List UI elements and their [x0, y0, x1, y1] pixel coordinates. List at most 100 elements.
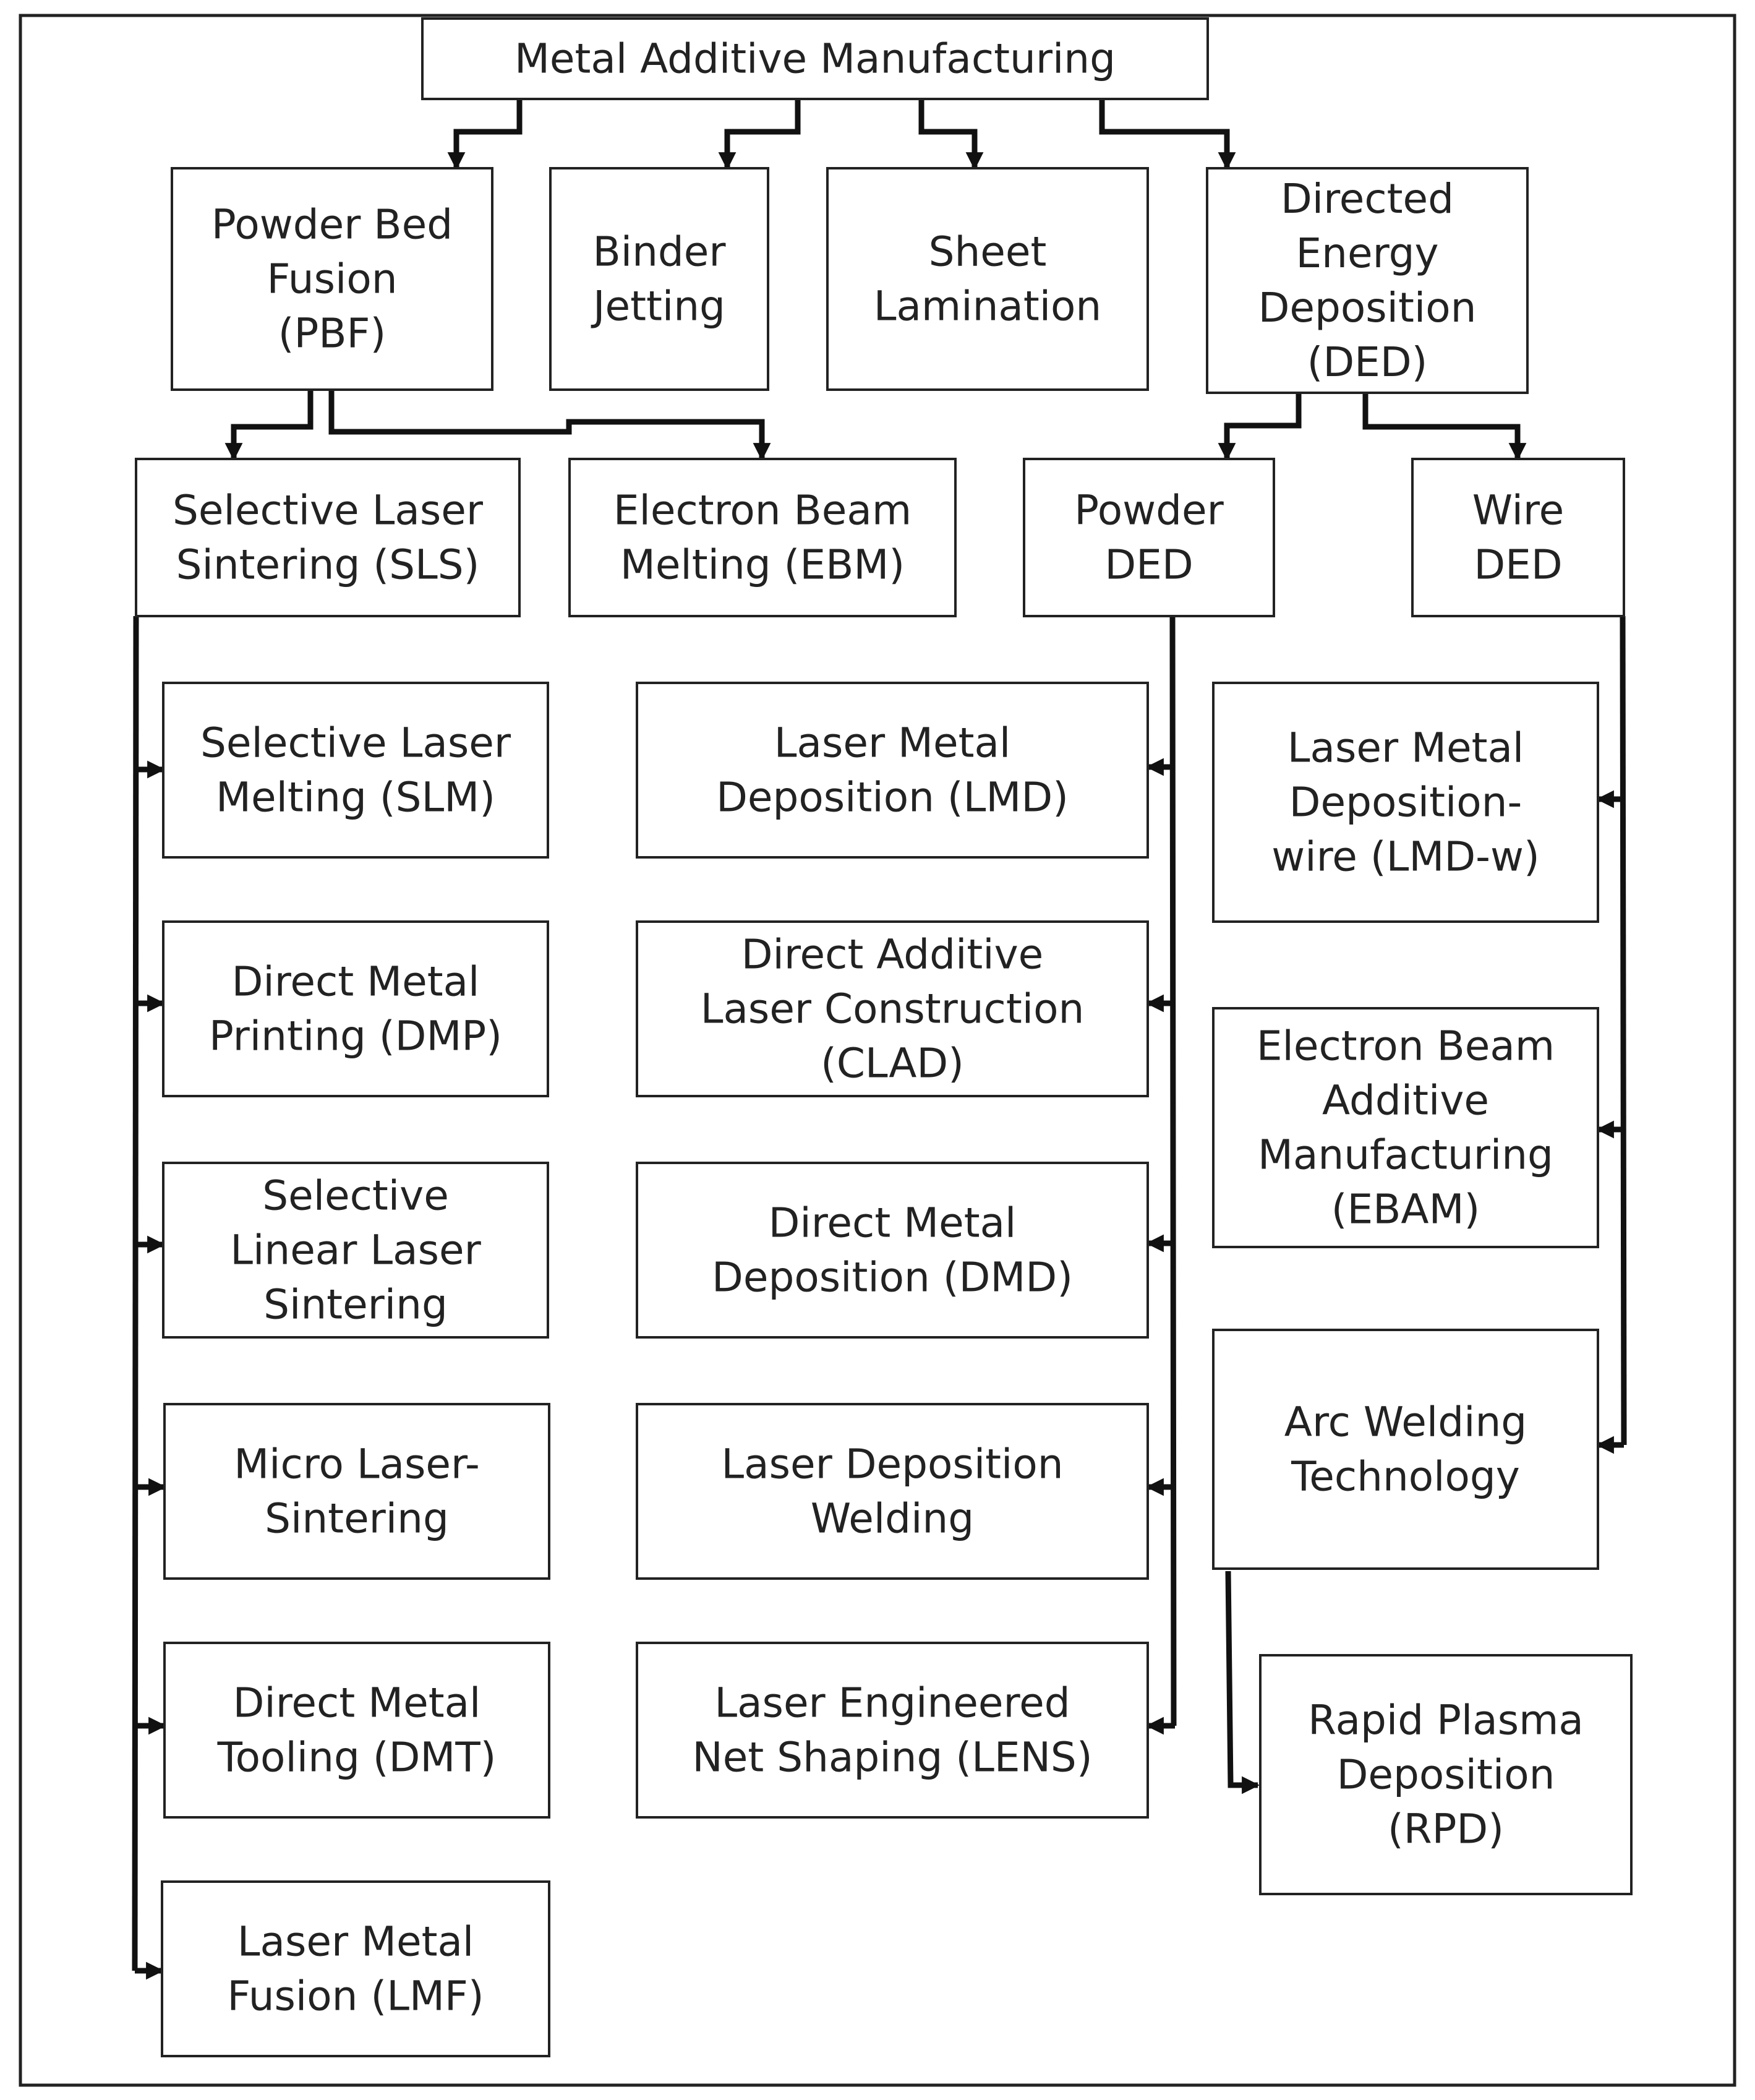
node-box-sheet-lamination — [826, 167, 1149, 391]
node-box-clad — [636, 920, 1149, 1097]
node-label-ldw-line-0: Laser Deposition — [721, 1441, 1063, 1488]
node-label-slls-line-2: Sintering — [263, 1281, 448, 1329]
edge-metal-am-to-binder-jetting — [718, 99, 801, 170]
edge-metal-am-to-sheet-lamination — [918, 99, 984, 170]
node-label-sls-line-1: Sintering (SLS) — [176, 541, 480, 589]
node-label-wire-ded-line-0: Wire — [1472, 487, 1564, 534]
node-label-ebam-line-1: Additive — [1322, 1077, 1489, 1125]
node-label-dmt-line-1: Tooling (DMT) — [217, 1734, 497, 1781]
node-label-clad-line-1: Laser Construction — [701, 985, 1085, 1033]
node-label-rpd-line-2: (RPD) — [1388, 1806, 1504, 1853]
node-box-lmf — [161, 1880, 550, 2057]
node-box-ded — [1206, 167, 1529, 394]
edge-ded-to-powder-ded — [1218, 393, 1302, 461]
node-label-mls-line-0: Micro Laser- — [234, 1441, 480, 1488]
node-box-dmt — [163, 1642, 550, 1819]
node-label-awt-line-0: Arc Welding — [1284, 1399, 1527, 1446]
node-label-pbf-line-1: Fusion — [267, 255, 397, 303]
node-label-ebm-line-1: Melting (EBM) — [620, 541, 905, 589]
edge-pbf-to-sls — [224, 390, 314, 461]
node-box-powder-ded — [1023, 458, 1275, 617]
node-label-lmf-line-0: Laser Metal — [237, 1918, 474, 1966]
node-box-ldw — [636, 1403, 1149, 1580]
node-label-lmdw-line-2: wire (LMD-w) — [1271, 833, 1539, 881]
node-label-lens-line-1: Net Shaping (LENS) — [692, 1734, 1092, 1781]
edge-awt-to-rpd — [1225, 1571, 1260, 1794]
node-label-ded-line-3: (DED) — [1307, 338, 1428, 386]
node-label-lmdw-line-0: Laser Metal — [1287, 724, 1524, 772]
edge-powder-ded-trunk — [1169, 615, 1177, 1729]
node-box-binder-jetting — [549, 167, 769, 391]
node-label-ded-line-1: Energy — [1296, 229, 1438, 277]
node-label-dmp-line-1: Printing (DMP) — [209, 1013, 502, 1060]
node-box-slm — [162, 682, 549, 859]
node-label-clad-line-2: (CLAD) — [821, 1040, 964, 1087]
node-box-pbf — [171, 167, 493, 391]
node-box-dmd — [636, 1162, 1149, 1339]
node-box-metal-am — [421, 17, 1209, 100]
node-box-lmdw — [1212, 682, 1599, 923]
node-label-sheet-lamination-line-1: Lamination — [874, 283, 1102, 330]
edge-sls-trunk — [132, 615, 139, 1971]
node-label-lmdw-line-1: Deposition- — [1289, 779, 1522, 826]
connector-layer — [132, 99, 1627, 1980]
node-label-dmd-line-1: Deposition (DMD) — [712, 1254, 1073, 1301]
node-label-pbf-line-0: Powder Bed — [211, 201, 453, 249]
node-label-slls-line-0: Selective — [262, 1172, 449, 1220]
node-box-mls — [163, 1403, 550, 1580]
node-label-awt-line-1: Technology — [1291, 1453, 1520, 1501]
node-label-ded-line-0: Directed — [1281, 175, 1454, 223]
node-box-ebam — [1212, 1007, 1599, 1248]
node-label-slm-line-1: Melting (SLM) — [216, 774, 495, 821]
node-label-binder-jetting-line-1: Jetting — [591, 283, 725, 330]
node-label-sls-line-0: Selective Laser — [173, 487, 484, 534]
node-label-dmt-line-0: Direct Metal — [233, 1679, 481, 1727]
node-label-dmp-line-0: Direct Metal — [232, 958, 480, 1006]
node-box-dmp — [162, 920, 549, 1097]
node-metal-am: Metal Additive Manufacturing — [421, 17, 1209, 100]
node-label-slls-line-1: Linear Laser — [230, 1227, 481, 1274]
node-label-slm-line-0: Selective Laser — [200, 719, 511, 767]
node-label-pbf-line-2: (PBF) — [278, 310, 386, 358]
node-label-powder-ded-line-0: Powder — [1074, 487, 1224, 534]
node-label-wire-ded-line-1: DED — [1474, 541, 1562, 589]
node-label-ebam-line-0: Electron Beam — [1257, 1022, 1555, 1070]
node-box-ebm — [568, 458, 957, 617]
node-label-metal-am-line-0: Metal Additive Manufacturing — [515, 35, 1116, 83]
edge-metal-am-to-pbf — [447, 99, 523, 170]
node-label-lens-line-0: Laser Engineered — [714, 1679, 1070, 1727]
node-label-lmd-line-0: Laser Metal — [774, 719, 1011, 767]
node-mls: Micro Laser-Sintering — [163, 1403, 550, 1580]
node-box-slls — [162, 1162, 549, 1339]
node-label-ebm-line-0: Electron Beam — [613, 487, 912, 534]
node-label-ebam-line-3: (EBAM) — [1331, 1186, 1480, 1233]
node-box-lens — [636, 1642, 1149, 1819]
node-box-awt — [1212, 1329, 1599, 1570]
node-label-powder-ded-line-1: DED — [1104, 541, 1193, 589]
node-label-lmf-line-1: Fusion (LMF) — [227, 1973, 484, 2020]
node-label-dmd-line-0: Direct Metal — [769, 1199, 1017, 1247]
node-label-ldw-line-1: Welding — [811, 1495, 974, 1543]
edge-metal-am-to-ded — [1099, 99, 1236, 170]
node-label-ebam-line-2: Manufacturing — [1258, 1131, 1553, 1179]
node-label-binder-jetting-line-0: Binder — [592, 228, 726, 276]
node-label-ded-line-2: Deposition — [1258, 284, 1477, 332]
